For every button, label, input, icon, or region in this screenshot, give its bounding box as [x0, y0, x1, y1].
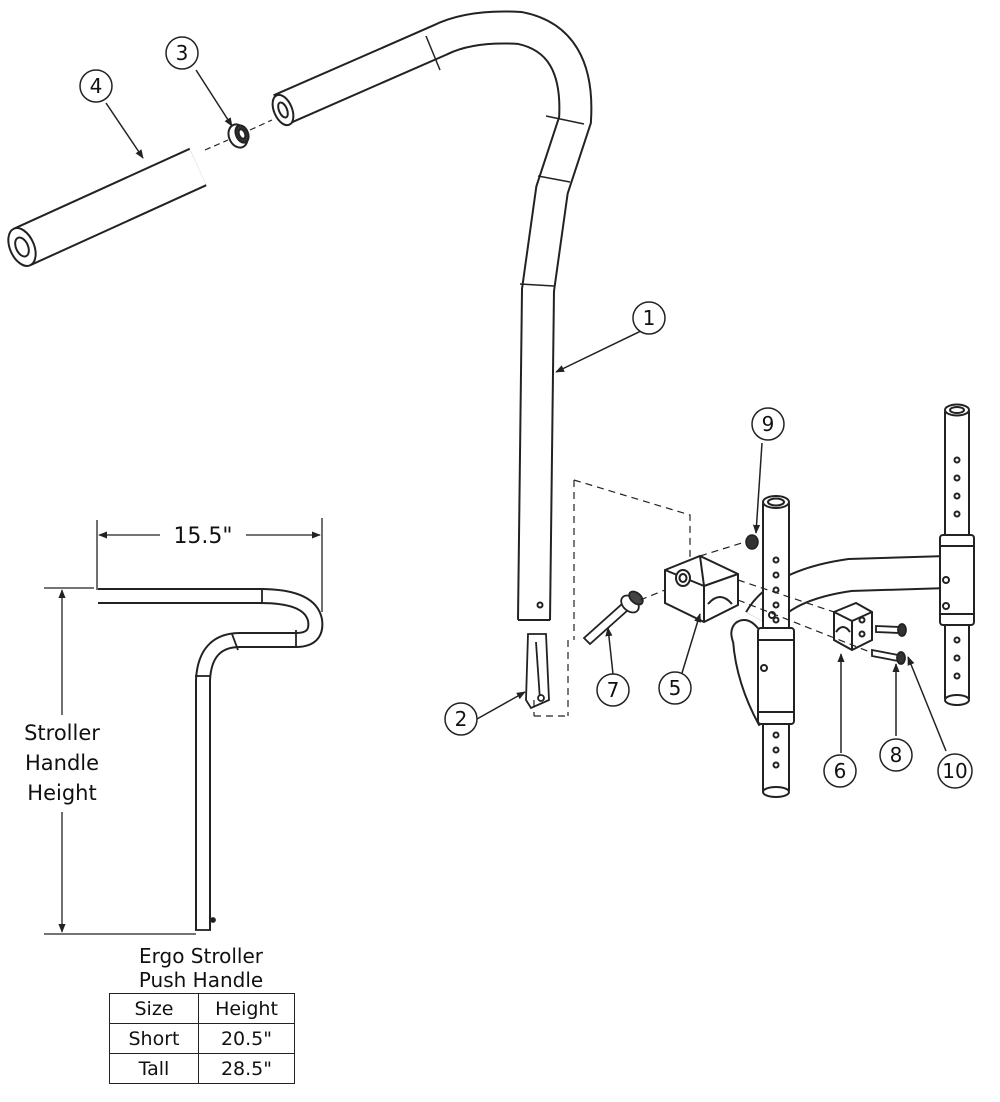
- svg-text:Height: Height: [27, 781, 96, 805]
- callout-2: 2: [444, 702, 478, 736]
- height-dimension-label: Stroller Handle Height: [24, 721, 100, 805]
- callout-10: 10: [937, 753, 973, 789]
- handle-grip: [7, 147, 207, 267]
- clamp-half: [833, 601, 873, 652]
- push-handle-tube: [271, 10, 593, 621]
- clamp-body: [664, 554, 739, 624]
- side-view-handle: [98, 588, 324, 931]
- callout-label: 10: [942, 759, 967, 783]
- spec-title-line: Push Handle: [138, 968, 264, 992]
- back-post-assembly: [730, 403, 975, 798]
- svg-text:Handle: Handle: [25, 751, 99, 775]
- callout-label: 3: [176, 41, 189, 65]
- svg-text:Stroller: Stroller: [24, 721, 100, 745]
- column-header-size: Size: [109, 993, 199, 1024]
- quick-release-pin: [582, 590, 644, 646]
- callout-5: 5: [658, 671, 692, 705]
- width-dimension-label: 15.5": [173, 524, 232, 549]
- spec-title-line: Ergo Stroller: [139, 944, 263, 968]
- spec-table-title: Ergo Stroller Push Handle: [98, 944, 304, 992]
- callout-label: 7: [607, 678, 620, 702]
- callout-6: 6: [823, 754, 857, 788]
- callout-4: 4: [79, 69, 113, 103]
- callout-3: 3: [165, 36, 199, 70]
- end-plug: [227, 123, 250, 149]
- assembly-centerline: [204, 119, 273, 151]
- callout-label: 1: [643, 306, 656, 330]
- callout-label: 4: [90, 74, 103, 98]
- callout-7: 7: [596, 673, 630, 707]
- table-row: Tall 28.5": [109, 1053, 295, 1084]
- height-cell: 20.5": [198, 1023, 295, 1054]
- callout-label: 5: [669, 676, 682, 700]
- size-cell: Tall: [109, 1053, 199, 1084]
- table-row: Short 20.5": [109, 1023, 295, 1054]
- tube-insert-part: [525, 633, 550, 710]
- callout-label: 8: [890, 743, 903, 767]
- callout-label: 2: [455, 707, 468, 731]
- callout-leaders: [105, 69, 947, 753]
- callout-label: 9: [762, 412, 775, 436]
- nut: [745, 534, 759, 550]
- height-cell: 28.5": [198, 1053, 295, 1084]
- callout-label: 6: [834, 759, 847, 783]
- callout-9: 9: [751, 407, 785, 441]
- table-header-row: Size Height: [109, 993, 295, 1024]
- phantom-lines: [533, 479, 871, 717]
- column-header-height: Height: [198, 993, 295, 1024]
- size-height-table: Size Height Short 20.5" Tall 28.5": [109, 993, 295, 1084]
- dimension-lines: [44, 518, 323, 935]
- callout-8: 8: [879, 738, 913, 772]
- size-cell: Short: [109, 1023, 199, 1054]
- callout-1: 1: [632, 301, 666, 335]
- screws: [871, 623, 907, 665]
